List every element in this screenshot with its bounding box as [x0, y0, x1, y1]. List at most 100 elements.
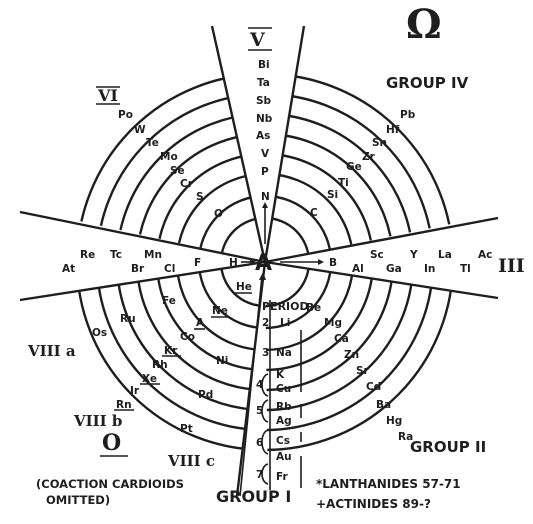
- group-V-elements: Bi Ta Sb Nb As V P N: [256, 59, 273, 203]
- period-number-5: 5: [256, 405, 263, 417]
- element-Pt: Pt: [180, 423, 193, 435]
- element-Ac: Ac: [478, 249, 492, 261]
- arrow-A-to-N-head: [262, 202, 268, 208]
- element-V: V: [261, 148, 270, 160]
- wedge-VII-lower-line: [19, 260, 266, 302]
- element-Li: Li: [280, 317, 290, 329]
- wedge-VII-mask: [20, 208, 265, 300]
- element-At: At: [62, 263, 75, 275]
- arrows: [239, 202, 324, 497]
- element-P: P: [261, 166, 269, 178]
- group-I-II-elements: Be Li Mg Na Ca K Zn Cu Sr Rb Cd Ag Ba Cs…: [276, 302, 413, 483]
- element-Cu: Cu: [276, 383, 291, 395]
- element-Y: Y: [409, 249, 418, 261]
- group-VI-label: VI: [97, 86, 118, 105]
- group-I-label: GROUP I: [216, 487, 291, 506]
- element-W: W: [134, 124, 146, 136]
- period-number-4: 4: [256, 379, 263, 391]
- group-VIII-elements: Fe Ru Os Ne A Co Kr Rh Xe Ir Rn Ni Pd Pt: [92, 295, 230, 435]
- element-Rh: Rh: [152, 359, 168, 371]
- element-He: He: [236, 281, 252, 293]
- bracket-period-5: [261, 399, 269, 423]
- group-VIIIb-label: VIII b: [73, 412, 122, 430]
- group-III-elements: B Al Sc Ga Y In La Tl Ac: [329, 249, 492, 275]
- element-Hg: Hg: [386, 415, 402, 427]
- period-number-2: 2: [262, 317, 269, 329]
- group-IV-label: GROUP IV: [386, 74, 469, 92]
- element-Co: Co: [180, 331, 195, 343]
- element-Hf: Hf: [386, 124, 400, 136]
- group-VII-elements: At Re Tc Br Mn Cl F H He: [62, 249, 252, 294]
- element-Zr: Zr: [362, 151, 376, 163]
- element-Ra: Ra: [398, 431, 413, 443]
- element-Ru: Ru: [120, 313, 136, 325]
- element-Se: Se: [170, 165, 185, 177]
- element-Pd: Pd: [198, 389, 213, 401]
- group-VI-elements: Po W Te Mo Se Cr S O: [118, 109, 223, 220]
- period-number-3: 3: [262, 347, 269, 359]
- group-V-label: V: [249, 29, 266, 51]
- element-Sc: Sc: [370, 249, 384, 261]
- element-Sr: Sr: [356, 365, 370, 377]
- element-Si: Si: [327, 189, 338, 201]
- omega-symbol: Ω: [406, 1, 442, 48]
- wedge-VII-upper-line: [19, 210, 266, 264]
- element-Te: Te: [146, 137, 159, 149]
- period-number-6: 6: [256, 437, 263, 449]
- wedge-V-right-line: [263, 25, 306, 263]
- element-Cd: Cd: [366, 381, 381, 393]
- element-Po: Po: [118, 109, 133, 121]
- element-Ta: Ta: [257, 77, 270, 89]
- element-Cr: Cr: [180, 178, 194, 190]
- element-La: La: [438, 249, 452, 261]
- period-numbers: 2 3 4 5 6 7: [256, 317, 269, 481]
- bracket-period-4: [261, 373, 269, 397]
- element-Re: Re: [80, 249, 95, 261]
- center-argon-label: A: [255, 251, 272, 276]
- group-VIIIa-label: VIII a: [27, 342, 76, 360]
- element-Pb: Pb: [400, 109, 416, 121]
- element-Mo: Mo: [160, 151, 178, 163]
- element-Na: Na: [276, 347, 292, 359]
- element-Tc: Tc: [110, 249, 122, 261]
- group-II-label: GROUP II: [410, 438, 486, 456]
- wedge-III-lower-line: [264, 260, 499, 300]
- element-In: In: [424, 263, 435, 275]
- element-Sn: Sn: [372, 137, 387, 149]
- element-Ni: Ni: [216, 355, 228, 367]
- element-Os: Os: [92, 327, 107, 339]
- element-K: K: [276, 369, 285, 381]
- element-Cl: Cl: [164, 263, 175, 275]
- element-Ti: Ti: [338, 177, 349, 189]
- element-Xe: Xe: [142, 373, 157, 385]
- element-Mg: Mg: [324, 317, 342, 329]
- element-S: S: [196, 191, 204, 203]
- element-Ca: Ca: [334, 333, 349, 345]
- wedge-III-mask: [265, 214, 500, 298]
- element-Bi: Bi: [258, 59, 270, 71]
- coaction-note-line1: (COACTION CARDIOIDS: [36, 477, 184, 491]
- element-N: N: [261, 191, 270, 203]
- group-III-label: III: [498, 255, 525, 277]
- element-Rb: Rb: [276, 401, 292, 413]
- element-Au: Au: [276, 451, 292, 463]
- element-Fr: Fr: [276, 471, 289, 483]
- element-Ge: Ge: [346, 161, 362, 173]
- element-Ar: A: [196, 317, 205, 329]
- group-O-label: O: [102, 430, 121, 456]
- element-Sb: Sb: [256, 95, 272, 107]
- element-Be: Be: [306, 302, 321, 314]
- element-Mn: Mn: [144, 249, 162, 261]
- bracket-period-6: [261, 429, 269, 455]
- period-number-7: 7: [256, 469, 263, 481]
- bracket-period-7: [261, 463, 269, 485]
- wedge-V-left-line: [210, 25, 267, 263]
- element-Ir: Ir: [130, 385, 140, 397]
- element-Tl: Tl: [460, 263, 471, 275]
- element-As: As: [256, 130, 270, 142]
- element-F: F: [194, 257, 201, 269]
- element-Cs: Cs: [276, 435, 290, 447]
- element-Zn: Zn: [344, 349, 359, 361]
- lanthanides-note: *LANTHANIDES 57-71: [316, 477, 461, 491]
